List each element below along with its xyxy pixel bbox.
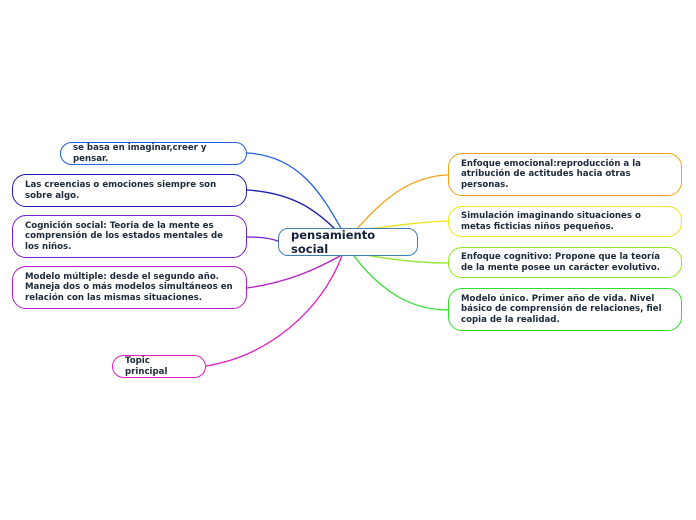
topic-principal[interactable]: Topic principal bbox=[112, 355, 206, 378]
connector-modelo-multiple bbox=[246, 255, 341, 289]
topic-label: Topic principal bbox=[125, 356, 168, 377]
topic-label: Las creencias o emociones siempre son so… bbox=[25, 180, 217, 201]
topic-creencias[interactable]: Las creencias o emociones siempre son so… bbox=[12, 174, 247, 207]
connector-creencias bbox=[246, 189, 339, 233]
connector-cognicion bbox=[246, 236, 281, 243]
topic-modelo-multiple[interactable]: Modelo múltiple: desde el segundo año. M… bbox=[12, 266, 247, 309]
central-topic[interactable]: pensamiento social bbox=[278, 228, 418, 256]
central-topic-label: pensamiento social bbox=[291, 227, 376, 256]
topic-modelo-unico[interactable]: Modelo único. Primer año de vida. Nivel … bbox=[448, 288, 682, 331]
connector-modelo-unico bbox=[353, 255, 449, 311]
connector-emocional bbox=[355, 174, 449, 231]
topic-enfoque-emocional[interactable]: Enfoque emocional:reproducción a la atri… bbox=[448, 153, 682, 196]
connector-topic-principal bbox=[205, 255, 343, 367]
connector-se-basa bbox=[246, 152, 343, 231]
topic-se-basa[interactable]: se basa en imaginar,creer y pensar. bbox=[60, 142, 247, 165]
topic-label: se basa en imaginar,creer y pensar. bbox=[73, 143, 207, 164]
topic-label: Modelo múltiple: desde el segundo año. M… bbox=[25, 271, 233, 303]
topic-simulacion[interactable]: Simulación imaginando situaciones o meta… bbox=[448, 206, 682, 237]
topic-label: Simulación imaginando situaciones o meta… bbox=[461, 211, 641, 232]
topic-label: Modelo único. Primer año de vida. Nivel … bbox=[461, 293, 662, 325]
topic-label: Cognición social: Teoria de la mente es … bbox=[25, 220, 223, 252]
topic-enfoque-cognitivo[interactable]: Enfoque cognitivo: Propone que la teoría… bbox=[448, 247, 682, 278]
topic-label: Enfoque emocional:reproducción a la atri… bbox=[461, 158, 641, 190]
topic-cognicion-social[interactable]: Cognición social: Teoria de la mente es … bbox=[12, 215, 247, 258]
topic-label: Enfoque cognitivo: Propone que la teoría… bbox=[461, 252, 661, 273]
